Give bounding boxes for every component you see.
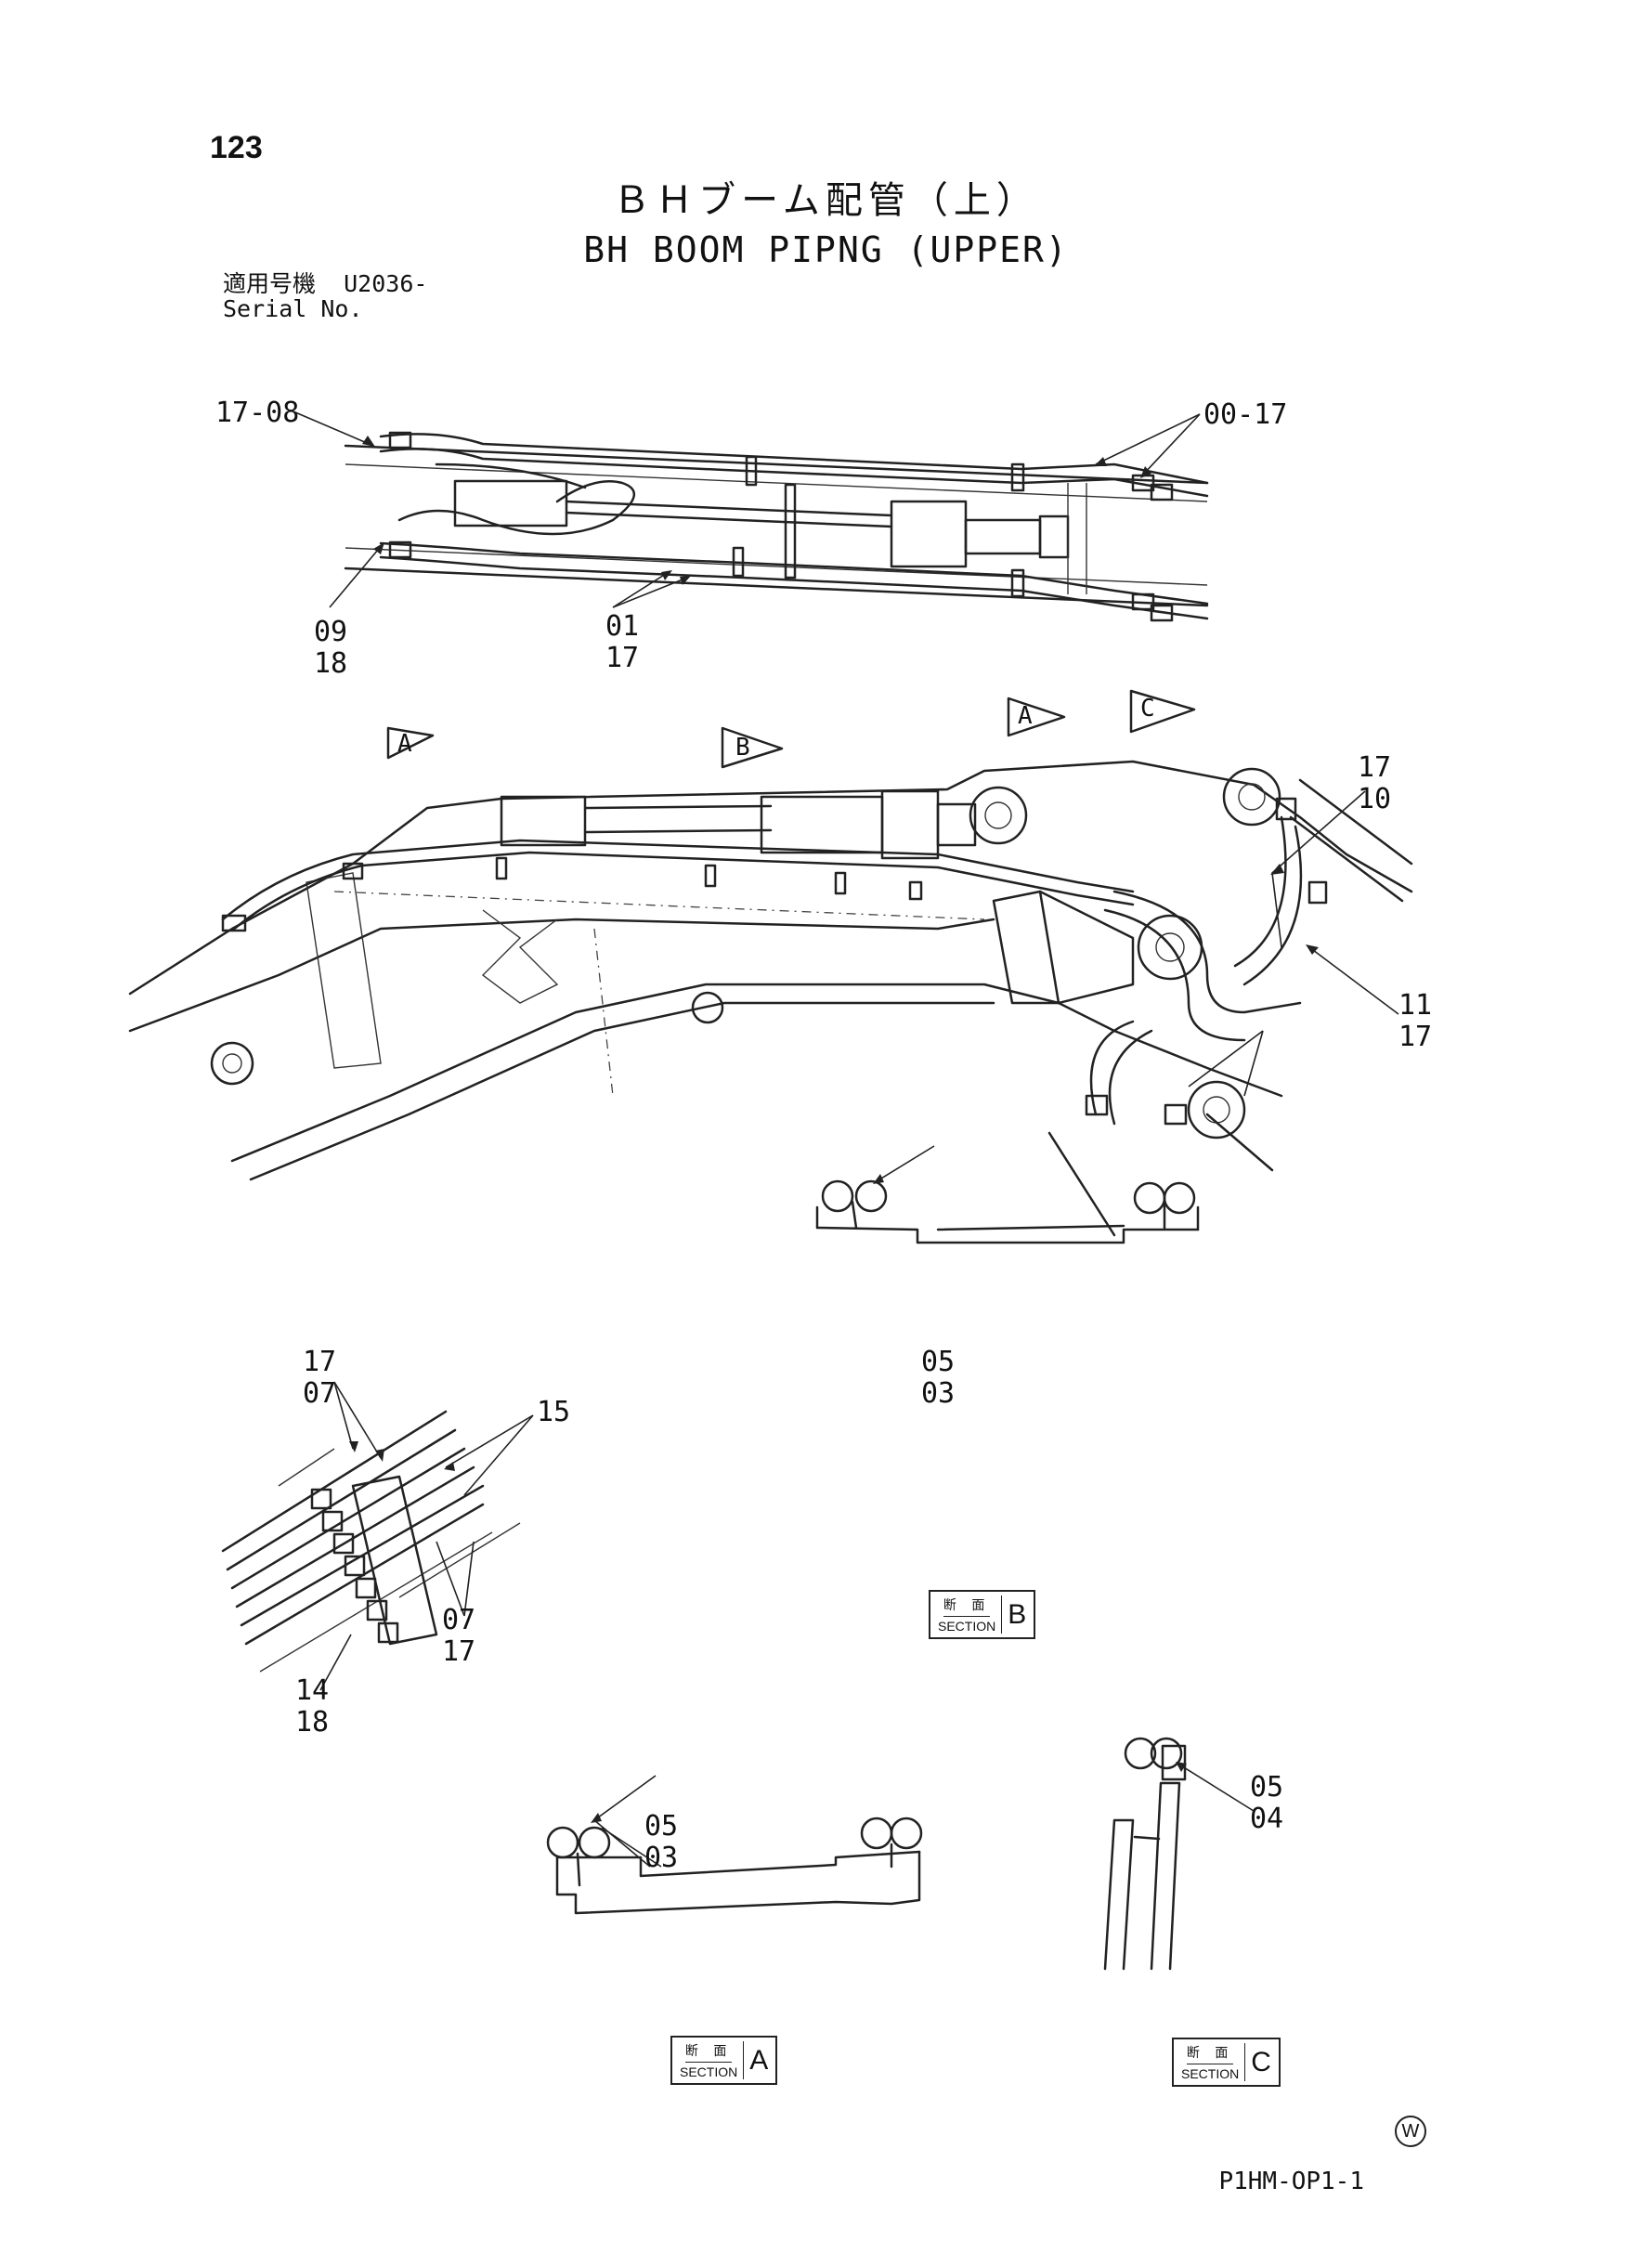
drawing-code: P1HM-OP1-1 xyxy=(1218,2168,1364,2195)
label-10: 10 xyxy=(1358,783,1392,815)
label-17-e: 17 xyxy=(442,1635,476,1668)
label-17-c: 17 xyxy=(1398,1021,1433,1053)
label-05-c: 05 xyxy=(1250,1771,1284,1804)
section-b-letter: B xyxy=(1008,1598,1027,1630)
label-17-a: 17 xyxy=(605,642,640,674)
label-07-b: 07 xyxy=(442,1604,476,1636)
section-c-drawing xyxy=(1103,1737,1187,1971)
page-number: 123 xyxy=(210,130,263,165)
view-arrow-c xyxy=(1129,689,1196,734)
section-c-letter: C xyxy=(1251,2046,1271,2077)
label-04-c: 04 xyxy=(1250,1803,1284,1835)
view-arrow-a-left xyxy=(386,726,435,760)
view-arrow-a-right xyxy=(1007,697,1066,737)
label-05-b: 05 xyxy=(921,1346,956,1378)
label-17-b: 17 xyxy=(1358,751,1392,784)
title-japanese: ＢＨブーム配管（上） xyxy=(613,179,1039,222)
section-b-drawing xyxy=(815,1179,1200,1244)
view-arrow-b xyxy=(721,726,784,769)
label-17-08: 17-08 xyxy=(215,397,300,429)
side-elevation-view xyxy=(128,760,1413,1237)
view-marker-c: C xyxy=(1140,695,1155,723)
label-18-b: 18 xyxy=(295,1706,330,1739)
watermark-circle-w: W xyxy=(1395,2116,1426,2147)
section-b-jp: 断 面 xyxy=(943,1595,991,1617)
section-a-letter: A xyxy=(749,2044,769,2076)
section-b-label: 断 面 SECTION B xyxy=(929,1590,1036,1639)
view-marker-a-right: A xyxy=(1018,702,1033,730)
label-03-b: 03 xyxy=(921,1377,956,1410)
label-01: 01 xyxy=(605,610,640,643)
label-14: 14 xyxy=(295,1674,330,1707)
section-c-en: SECTION xyxy=(1181,2066,1240,2081)
serial-label-en: Serial No. xyxy=(223,295,363,322)
serial-info: 適用号機 U2036- Serial No. xyxy=(223,271,427,321)
section-a-en: SECTION xyxy=(680,2064,738,2079)
section-c-jp: 断 面 xyxy=(1186,2043,1234,2064)
section-a-jp: 断 面 xyxy=(684,2041,733,2063)
label-09: 09 xyxy=(314,616,348,648)
view-marker-b: B xyxy=(735,734,750,762)
label-07-a: 07 xyxy=(303,1377,337,1410)
label-15: 15 xyxy=(537,1396,571,1428)
label-03-a: 03 xyxy=(644,1842,679,1874)
label-18: 18 xyxy=(314,647,348,680)
label-05-a: 05 xyxy=(644,1810,679,1843)
serial-label-jp: 適用号機 xyxy=(223,270,317,297)
label-00-17: 00-17 xyxy=(1203,398,1288,431)
label-17-d: 17 xyxy=(303,1346,337,1378)
fitting-detail-view xyxy=(221,1410,521,1673)
title-english: BH BOOM PIPNG (UPPER) xyxy=(583,229,1069,270)
section-a-drawing xyxy=(546,1817,923,1915)
view-marker-a-left: A xyxy=(397,730,412,758)
serial-value: U2036- xyxy=(344,270,428,297)
section-c-label: 断 面 SECTION C xyxy=(1172,2038,1281,2087)
label-11: 11 xyxy=(1398,989,1433,1022)
top-plan-view xyxy=(344,431,1209,622)
section-b-en: SECTION xyxy=(938,1619,996,1634)
